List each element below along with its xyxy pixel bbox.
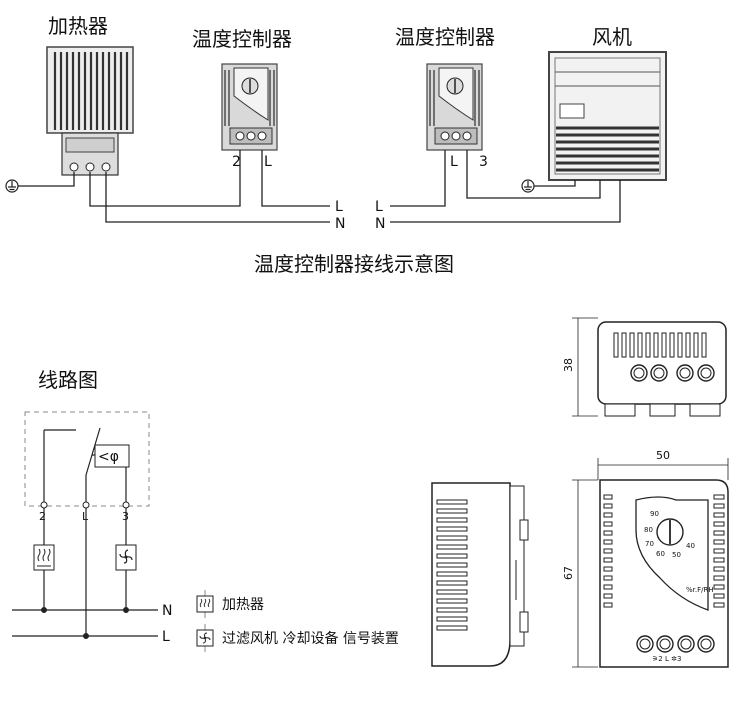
circuit-wiring	[12, 427, 158, 637]
dial-mark-50: 50	[672, 551, 681, 559]
sensor-box	[94, 444, 130, 468]
legend-heater-label: 加热器	[222, 597, 264, 613]
front-terminal-labels: ⚞2 L ✲3	[652, 655, 681, 663]
circuit-terminal-3: 3	[122, 510, 129, 523]
controller-right-terminal-3: 3	[479, 154, 488, 170]
circuit-junctions	[40, 501, 130, 639]
fan-label: 风机	[592, 25, 632, 49]
heater-device	[46, 46, 134, 176]
controller-left-label: 温度控制器	[192, 27, 292, 51]
dial-mark-80: 80	[644, 526, 653, 534]
legend-heater-icon	[196, 590, 214, 618]
dial-unit-label: %r.F/RH	[686, 586, 714, 594]
ground-icon-left	[5, 179, 19, 193]
controller-left-device	[221, 63, 278, 151]
circuit-terminal-2: 2	[39, 510, 46, 523]
dim-50-label: 50	[656, 449, 670, 462]
dial-mark-90: 90	[650, 510, 659, 518]
wire-right-N-label: N	[375, 216, 385, 232]
heater-symbol-icon	[33, 544, 55, 571]
dim-line-67	[572, 479, 598, 668]
wiring-right	[390, 150, 621, 223]
fan-symbol-icon	[115, 544, 137, 571]
circuit-terminal-L: L	[82, 510, 89, 523]
circuit-title: 线路图	[38, 368, 98, 392]
heater-label: 加热器	[48, 14, 108, 38]
front-view-drawing	[599, 479, 729, 668]
side-view-drawing	[431, 482, 529, 667]
legend-fan-icon	[196, 624, 214, 652]
ground-icon-right	[521, 179, 535, 193]
wire-right-L-label: L	[375, 199, 383, 215]
dim-67-label: 67	[562, 566, 575, 580]
dim-line-38	[572, 317, 598, 417]
diagram-caption: 温度控制器接线示意图	[254, 252, 454, 276]
controller-right-device	[426, 63, 483, 151]
dial-mark-40: 40	[686, 542, 695, 550]
controller-right-terminal-L: L	[450, 154, 458, 170]
line-N-label: N	[162, 603, 172, 619]
dim-line-50	[597, 458, 729, 480]
sensor-symbol: <φ	[98, 449, 119, 465]
dial-mark-70: 70	[645, 540, 654, 548]
controller-right-label: 温度控制器	[395, 25, 495, 49]
dial-mark-60: 60	[656, 550, 665, 558]
top-view-drawing	[597, 321, 727, 417]
legend-fan-label: 过滤风机 冷却设备 信号装置	[222, 630, 399, 647]
fan-device	[548, 51, 667, 181]
controller-left-terminal-2: 2	[232, 154, 241, 170]
wire-left-L-label: L	[335, 199, 343, 215]
wire-left-N-label: N	[335, 216, 345, 232]
wiring-left	[18, 150, 330, 223]
dim-38-label: 38	[562, 358, 575, 372]
controller-left-terminal-L: L	[264, 154, 272, 170]
line-L-label: L	[162, 629, 170, 645]
